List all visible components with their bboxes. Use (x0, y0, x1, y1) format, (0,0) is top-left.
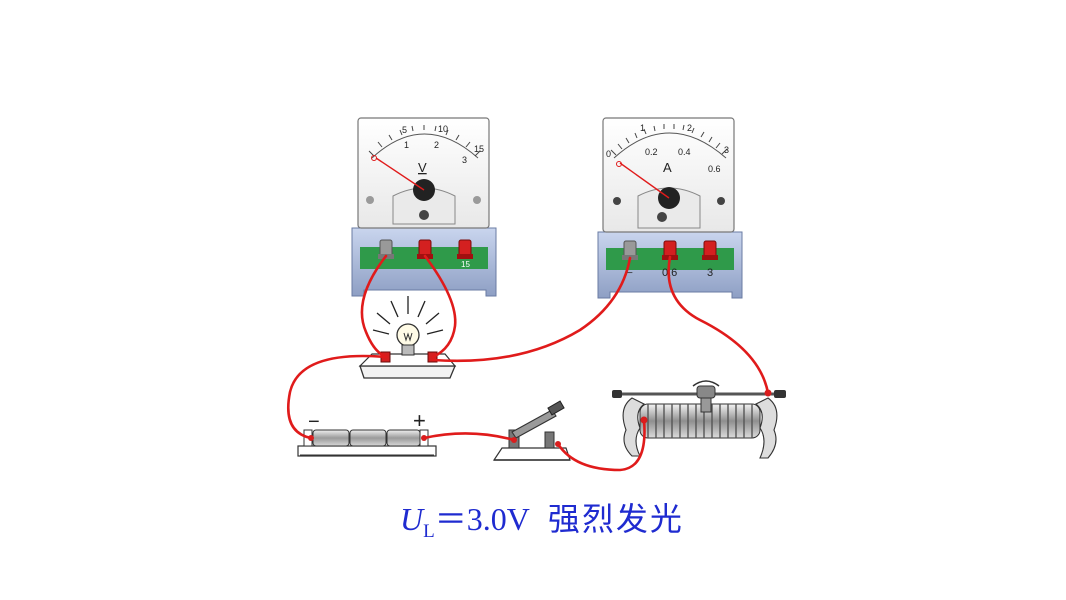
caption-variable: U (400, 501, 424, 537)
ammeter-symbol: A (663, 160, 672, 175)
knife-switch[interactable] (492, 400, 571, 461)
ammeter-scale-lower-06: 0.6 (708, 164, 721, 174)
voltmeter-scale-upper-15: 15 (474, 144, 484, 154)
ammeter-scale-lower-0: 0 (606, 149, 611, 159)
voltmeter-terminal-15[interactable] (457, 239, 473, 259)
ammeter-scale-upper-3: 3 (724, 145, 729, 155)
ammeter-terminal-3-label: 3 (707, 267, 713, 279)
voltmeter-scale-lower-1: 1 (404, 140, 409, 150)
caption-text: 强烈发光 (547, 500, 684, 538)
voltmeter-scale-lower-2: 2 (434, 140, 439, 150)
wire-voltmeter-to-lamp-left (360, 254, 388, 359)
wire-ammeter-to-rheostat (667, 255, 770, 395)
voltmeter-needle (375, 157, 425, 191)
ammeter-scale-lower-02: 0.2 (645, 147, 658, 157)
battery-minus-label: − (308, 411, 320, 433)
wire-lamp-to-battery (287, 354, 388, 440)
caption: UL＝3.0V 强烈发光 (400, 494, 684, 542)
lamp (358, 296, 457, 379)
ammeter-scale-upper-1: 1 (640, 123, 645, 133)
ammeter-scale-lower-04: 0.4 (678, 147, 691, 157)
rheostat (612, 380, 786, 459)
coil-windings (647, 404, 753, 438)
ammeter-terminal-3[interactable] (702, 240, 718, 260)
ammeter-scale-upper-2: 2 (687, 123, 692, 133)
ammeter: 1 2 3 0 0.2 0.4 0.6 A − 0.6 3 (597, 117, 743, 299)
voltmeter-dial (357, 117, 490, 229)
ammeter-needle (619, 162, 670, 199)
voltmeter: 5 10 15 1 2 3 V 15 (351, 117, 497, 297)
caption-subscript: L (423, 521, 435, 542)
voltmeter-scale-lower-3: 3 (462, 155, 467, 165)
wire-switch-to-rheostat (556, 418, 646, 472)
switch-blade[interactable] (511, 409, 557, 439)
rheostat-coil (639, 403, 761, 439)
caption-equation: ＝3.0V (434, 501, 530, 537)
ammeter-terminal-minus-label: − (627, 268, 633, 279)
rheostat-right-stand (754, 397, 778, 459)
rheostat-slider[interactable] (692, 380, 720, 413)
voltmeter-scale-upper-5: 5 (402, 125, 407, 135)
voltmeter-symbol: V (418, 160, 427, 175)
voltmeter-scale-upper-10: 10 (438, 124, 448, 134)
wire-voltmeter-to-lamp-right (423, 254, 457, 359)
ammeter-dial (602, 117, 735, 233)
lamp-base-board (359, 365, 456, 379)
battery-cell (386, 429, 421, 447)
voltmeter-terminal-15-label: 15 (461, 260, 470, 269)
wire-battery-to-switch (422, 432, 516, 442)
battery-plus-label: + (413, 408, 426, 433)
battery: − + (297, 408, 437, 457)
wire-lamp-to-ammeter (431, 256, 632, 363)
battery-cell (349, 429, 387, 447)
wires (287, 254, 770, 472)
light-rays (372, 296, 444, 335)
